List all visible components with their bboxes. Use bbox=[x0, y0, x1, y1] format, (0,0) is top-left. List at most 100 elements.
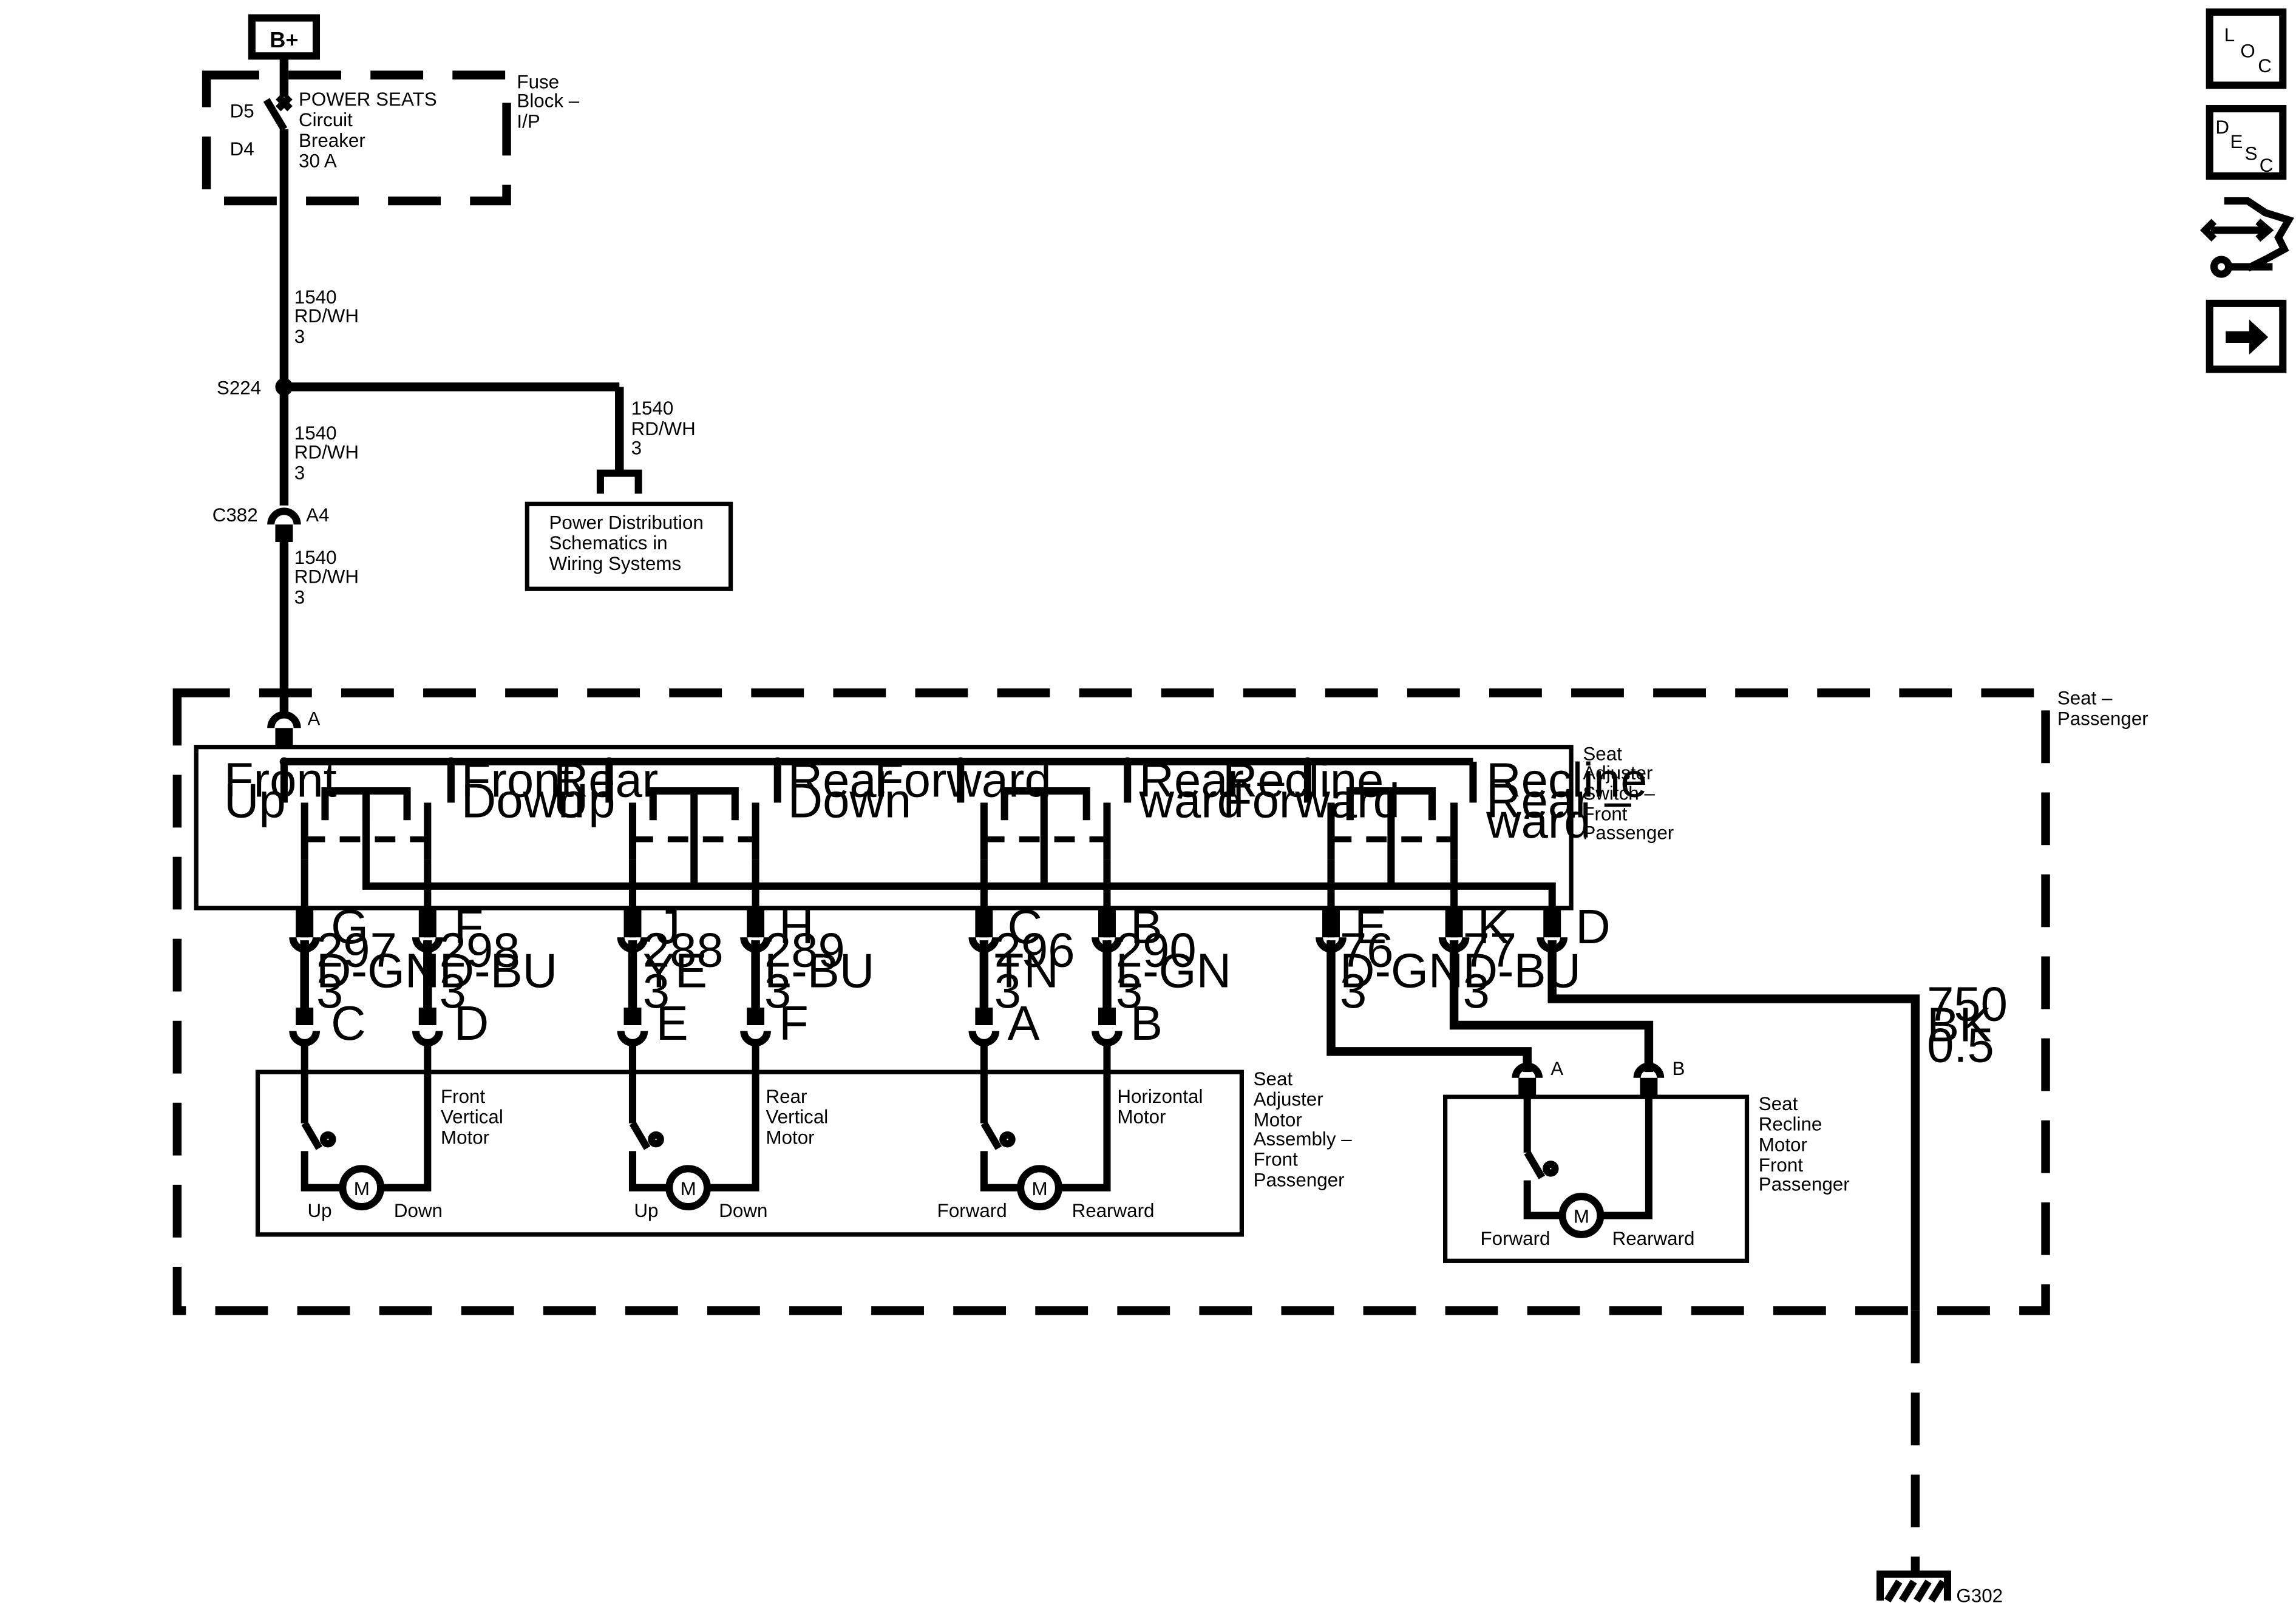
svg-text:F: F bbox=[454, 900, 484, 954]
switch-output-pin-labels: G F J H C B E K D bbox=[331, 900, 1611, 954]
svg-text:M: M bbox=[354, 1178, 370, 1199]
switch-contact-recline bbox=[1303, 761, 1477, 938]
connector-c382: C382 A4 bbox=[212, 504, 329, 543]
svg-text:C: C bbox=[1007, 900, 1042, 954]
svg-text:M: M bbox=[681, 1178, 696, 1199]
svg-text:Power Distribution Schem: Power Distribution Schematics in Wiring … bbox=[549, 512, 708, 574]
seat-adjuster-motor-assembly bbox=[255, 1070, 1244, 1237]
svg-text:C382: C382 bbox=[212, 504, 258, 526]
svg-text:E: E bbox=[2230, 131, 2243, 152]
svg-text:A: A bbox=[308, 708, 321, 730]
fuse-block-label: Fuse Block – I/P bbox=[517, 71, 585, 132]
svg-text:Forward: Forward bbox=[1481, 1228, 1550, 1249]
svg-text:ReclineRear –ward: ReclineRear –ward bbox=[1486, 753, 1647, 849]
svg-text:Down: Down bbox=[394, 1200, 443, 1221]
switch-input-connector: A bbox=[267, 708, 321, 747]
svg-text:Up: Up bbox=[308, 1200, 332, 1221]
svg-text:D: D bbox=[1575, 900, 1610, 954]
wire-label-branch: 1540 RD/WH 3 bbox=[631, 398, 701, 458]
svg-text:C: C bbox=[2260, 155, 2274, 176]
svg-text:B+: B+ bbox=[270, 27, 298, 52]
power-distribution-ref-box[interactable]: Power Distribution Schematics in Wiring … bbox=[525, 501, 733, 591]
wire-label-feed-mid: 1540 RD/WH 3 bbox=[294, 422, 364, 483]
svg-text:297D-GN3: 297D-GN3 bbox=[316, 923, 440, 1018]
svg-text:298D-BU3: 298D-BU3 bbox=[440, 923, 558, 1018]
svg-text:Rearward: Rearward bbox=[1072, 1200, 1155, 1221]
switch-ground-bus bbox=[362, 791, 1556, 909]
svg-text:B: B bbox=[1130, 900, 1163, 954]
splice-label: S224 bbox=[217, 377, 261, 398]
svg-text:A4: A4 bbox=[306, 504, 329, 526]
wire-label-feed-top: 1540 RD/WH 3 bbox=[294, 286, 364, 347]
next-arrow-icon[interactable] bbox=[2206, 299, 2287, 373]
recline-motor-circuit: M Forward Rearward bbox=[1481, 1097, 1695, 1249]
svg-text:Down: Down bbox=[719, 1200, 767, 1221]
svg-text:77D-BU3: 77D-BU3 bbox=[1463, 923, 1581, 1018]
svg-text:O: O bbox=[2240, 41, 2255, 62]
svg-text:J: J bbox=[656, 900, 681, 954]
svg-text:D5: D5 bbox=[230, 101, 254, 122]
desc-nav-icon[interactable]: D E S C bbox=[2206, 105, 2287, 180]
recline-motor-title: Seat Recline Motor Front Passenger bbox=[1759, 1093, 1850, 1195]
svg-text:Rear –ward: Rear –ward bbox=[1139, 753, 1285, 828]
svg-text:ReclineForward: ReclineForward bbox=[1223, 753, 1400, 828]
svg-text:L: L bbox=[2224, 24, 2235, 46]
switch-title: Seat Adjuster Switch – Front Passenger bbox=[1583, 743, 1674, 843]
svg-text:M: M bbox=[1574, 1206, 1589, 1227]
recline-motor-connectors: A B bbox=[1512, 1058, 1685, 1097]
motor-assembly-connectors bbox=[289, 1008, 1123, 1046]
svg-text:E: E bbox=[656, 996, 688, 1050]
svg-text:A: A bbox=[1007, 996, 1039, 1050]
seat-adjuster-switch bbox=[194, 745, 1574, 910]
svg-text:M: M bbox=[1031, 1178, 1047, 1199]
svg-text:D: D bbox=[2215, 117, 2229, 138]
svg-text:Rearward: Rearward bbox=[1612, 1228, 1695, 1249]
seat-passenger-boundary bbox=[172, 688, 2050, 1315]
svg-text:G: G bbox=[331, 900, 369, 954]
svg-text:F: F bbox=[779, 996, 809, 1050]
svg-text:288YE3: 288YE3 bbox=[643, 923, 724, 1018]
svg-text:K: K bbox=[1478, 900, 1510, 954]
svg-text:RearDown: RearDown bbox=[788, 753, 911, 828]
svg-text:C: C bbox=[2258, 55, 2272, 76]
branch-wire bbox=[284, 382, 642, 494]
svg-text:Forward: Forward bbox=[937, 1200, 1007, 1221]
svg-text:B: B bbox=[1672, 1058, 1685, 1079]
b-plus-terminal: B+ bbox=[248, 14, 321, 60]
svg-text:S: S bbox=[2245, 143, 2258, 164]
svg-text:296TN3: 296TN3 bbox=[994, 923, 1075, 1018]
svg-text:76D-GN3: 76D-GN3 bbox=[1340, 923, 1463, 1018]
wire-label-feed-bottom: 1540 RD/WH 3 bbox=[294, 547, 364, 608]
svg-text:D: D bbox=[454, 996, 489, 1050]
svg-text:G302: G302 bbox=[1956, 1585, 2003, 1606]
svg-text:E: E bbox=[1354, 900, 1387, 954]
svg-text:A: A bbox=[1550, 1058, 1563, 1079]
fuse-block: D5 D4 POWER SEATS Circuit Breaker 30 A bbox=[202, 70, 511, 206]
svg-text:FrontDown: FrontDown bbox=[461, 753, 585, 828]
svg-text:750BK0.5: 750BK0.5 bbox=[1927, 977, 2008, 1073]
seat-passenger-label: Seat – Passenger bbox=[2057, 688, 2148, 730]
motor-assembly-title: Seat Adjuster Motor Assembly – Front Pas… bbox=[1254, 1068, 1357, 1190]
motor-assembly-pin-labels: C D E F A B bbox=[331, 996, 1163, 1050]
svg-text:289L-BU3: 289L-BU3 bbox=[764, 923, 874, 1018]
loc-nav-icon[interactable]: L O C bbox=[2206, 8, 2287, 89]
ground-g302-icon: G302 bbox=[1876, 1570, 2003, 1606]
svg-text:C: C bbox=[331, 996, 365, 1050]
switch-position-labels: FrontUp FrontDown RearUp RearDown Forwar… bbox=[224, 753, 1648, 849]
svg-text:290L-GN3: 290L-GN3 bbox=[1116, 923, 1231, 1018]
svg-text:B: B bbox=[1130, 996, 1163, 1050]
switch-contact-rear-vertical bbox=[605, 761, 781, 938]
svg-text:Up: Up bbox=[634, 1200, 658, 1221]
seat-recline-motor bbox=[1443, 1094, 1750, 1263]
connector-tool-icon[interactable] bbox=[2199, 197, 2294, 278]
output-wire-labels: 297D-GN3 298D-BU3 288YE3 289L-BU3 296TN3… bbox=[316, 923, 2008, 1072]
svg-text:H: H bbox=[779, 900, 813, 954]
breaker-label: POWER SEATS Circuit Breaker 30 A bbox=[299, 89, 442, 171]
